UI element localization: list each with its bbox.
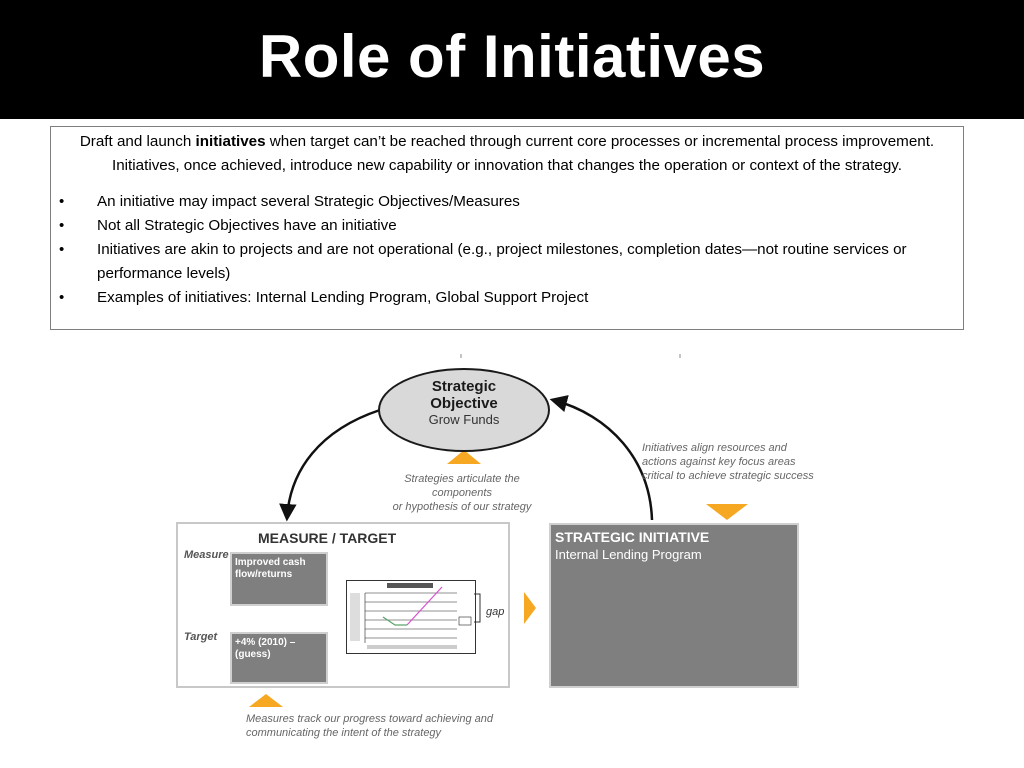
target-value: +4% (2010) – (guess) xyxy=(235,637,296,660)
up-triangle-strategies xyxy=(447,450,481,464)
mini-chart-legend-box xyxy=(458,616,472,626)
strategic-initiative-box: STRATEGIC INITIATIVE Internal Lending Pr… xyxy=(549,523,799,688)
initiatives-note: Initiatives align resources and actions … xyxy=(642,441,814,483)
bullet-item: • Examples of initiatives: Internal Lendi… xyxy=(51,286,923,310)
intro-bold: initiatives xyxy=(195,133,266,150)
strategy-diagram: Strategic Objective Grow Funds Strategie… xyxy=(0,340,1024,768)
gap-label: gap xyxy=(486,606,505,618)
diagram-connectors xyxy=(249,354,748,707)
measures-note-line: Measures track our progress toward achie… xyxy=(246,713,494,725)
bullet-text: Not all Strategic Objectives have an ini… xyxy=(97,217,397,234)
mini-chart-xlabels xyxy=(367,645,457,649)
bullet-text: An initiative may impact several Strateg… xyxy=(97,193,520,210)
mini-chart-green-line xyxy=(382,616,407,626)
target-label: Target xyxy=(184,631,218,643)
intro-pre: Draft and launch xyxy=(79,133,196,150)
arc-right-arrow xyxy=(549,395,654,521)
bullet-dot: • xyxy=(59,241,65,258)
bullet-text: Initiatives are akin to projects and are… xyxy=(97,241,907,282)
initiatives-note-line: Initiatives align resources and xyxy=(642,442,787,454)
bullet-dot: • xyxy=(59,193,65,210)
intro-post: when target can’t be reached through cur… xyxy=(112,133,935,174)
initiative-sub: Internal Lending Program xyxy=(555,547,702,562)
arc-left-arrow xyxy=(279,408,381,522)
measure-target-title: MEASURE / TARGET xyxy=(258,530,397,546)
bullet-item: • Not all Strategic Objectives have an in… xyxy=(51,214,923,238)
target-value-box: +4% (2010) – (guess) xyxy=(230,632,328,684)
gap-bracket xyxy=(474,593,481,623)
strategic-objective-ellipse: Strategic Objective Grow Funds xyxy=(378,368,550,452)
bullet-item: • Initiatives are akin to projects and ar… xyxy=(51,238,923,286)
up-triangle-measures xyxy=(249,694,283,707)
title-bar: Role of Initiatives xyxy=(0,0,1024,119)
bullet-text: Examples of initiatives: Internal Lendin… xyxy=(97,289,589,306)
objective-sub: Grow Funds xyxy=(428,412,500,427)
initiatives-note-line: actions against key focus areas xyxy=(642,456,796,468)
objective-line1: Strategic xyxy=(431,378,497,395)
measures-note: Measures track our progress toward achie… xyxy=(246,712,493,740)
strategies-note: Strategies articulate the components or … xyxy=(376,472,548,514)
strategies-note-line: or hypothesis of our strategy xyxy=(392,501,532,513)
page-title: Role of Initiatives xyxy=(258,23,766,90)
mini-chart-ylabels xyxy=(350,593,360,641)
mini-chart-svg xyxy=(350,583,472,649)
right-triangle-gap xyxy=(524,592,536,624)
bullet-dot: • xyxy=(59,289,65,306)
down-triangle-initiatives xyxy=(706,504,748,520)
bullet-dot: • xyxy=(59,217,65,234)
measure-value-box: Improved cash flow/returns xyxy=(230,552,328,606)
mini-chart-title-bar xyxy=(387,583,433,588)
description-box: Draft and launch initiatives when target… xyxy=(50,126,964,330)
strategies-note-line: Strategies articulate the components xyxy=(404,473,520,499)
bullet-item: • An initiative may impact several Strate… xyxy=(51,190,923,214)
initiative-title: STRATEGIC INITIATIVE xyxy=(555,529,710,545)
objective-line2: Objective xyxy=(430,395,498,412)
measures-note-line: communicating the intent of the strategy xyxy=(246,727,442,739)
mini-chart xyxy=(346,580,476,654)
initiatives-note-line: critical to achieve strategic success xyxy=(642,470,814,482)
measure-label: Measure xyxy=(184,549,229,561)
intro-paragraph: Draft and launch initiatives when target… xyxy=(57,130,957,178)
mini-chart-pink-line xyxy=(406,586,443,626)
measure-value: Improved cash flow/returns xyxy=(235,557,306,580)
bullet-list: • An initiative may impact several Strate… xyxy=(51,190,963,310)
